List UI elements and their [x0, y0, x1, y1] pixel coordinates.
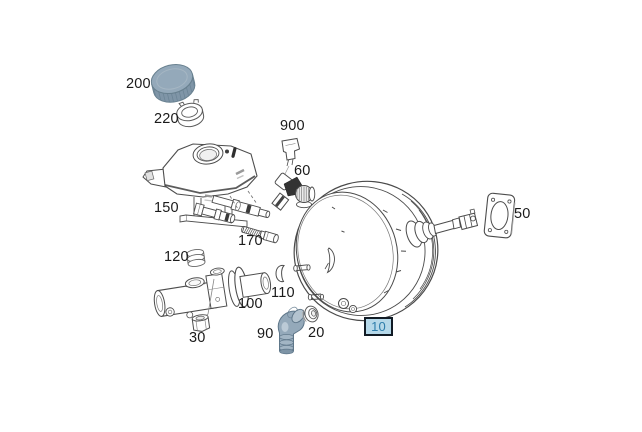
part-label-200[interactable]: 200 — [126, 76, 151, 92]
booster-pushrod — [405, 208, 479, 248]
part-label-20[interactable]: 20 — [308, 325, 325, 341]
sensor-fitting-drawing — [271, 172, 316, 211]
reservoir-port-upper — [211, 195, 271, 219]
booster-hook-bracket — [326, 247, 335, 274]
brake-booster-drawing — [293, 180, 479, 322]
part-label-60[interactable]: 60 — [294, 163, 311, 179]
part-label-150[interactable]: 150 — [154, 200, 179, 216]
booster-stud — [293, 264, 324, 301]
fluid-reservoir-drawing — [142, 143, 271, 228]
cap-collar-drawing — [176, 99, 205, 128]
nut-drawing — [191, 314, 211, 332]
part-label-10-selected[interactable]: 10 — [364, 317, 393, 336]
reservoir-port-lower — [193, 202, 236, 224]
master-cylinder-drawing — [153, 266, 272, 319]
stud-drawing — [241, 225, 279, 244]
part-label-100[interactable]: 100 — [238, 296, 263, 312]
reservoir-seal-drawing — [186, 249, 206, 267]
part-label-90[interactable]: 90 — [257, 326, 274, 342]
booster-seam-ticks — [331, 206, 407, 294]
part-label-50[interactable]: 50 — [514, 206, 531, 222]
part-label-120[interactable]: 120 — [164, 249, 189, 265]
part-label-110[interactable]: 110 — [271, 285, 295, 301]
part-label-170[interactable]: 170 — [238, 233, 263, 249]
connector-clip-drawing — [281, 137, 301, 176]
elbow-fitting-drawing — [277, 306, 305, 355]
reservoir-cap-drawing — [150, 63, 196, 103]
part-label-220[interactable]: 220 — [154, 111, 179, 127]
grommet-drawing — [301, 305, 319, 323]
retaining-ring-drawing — [275, 264, 285, 283]
gasket-drawing — [483, 192, 516, 239]
reservoir-markings — [204, 168, 245, 202]
part-label-30[interactable]: 30 — [189, 330, 206, 346]
part-label-900[interactable]: 900 — [280, 118, 305, 134]
